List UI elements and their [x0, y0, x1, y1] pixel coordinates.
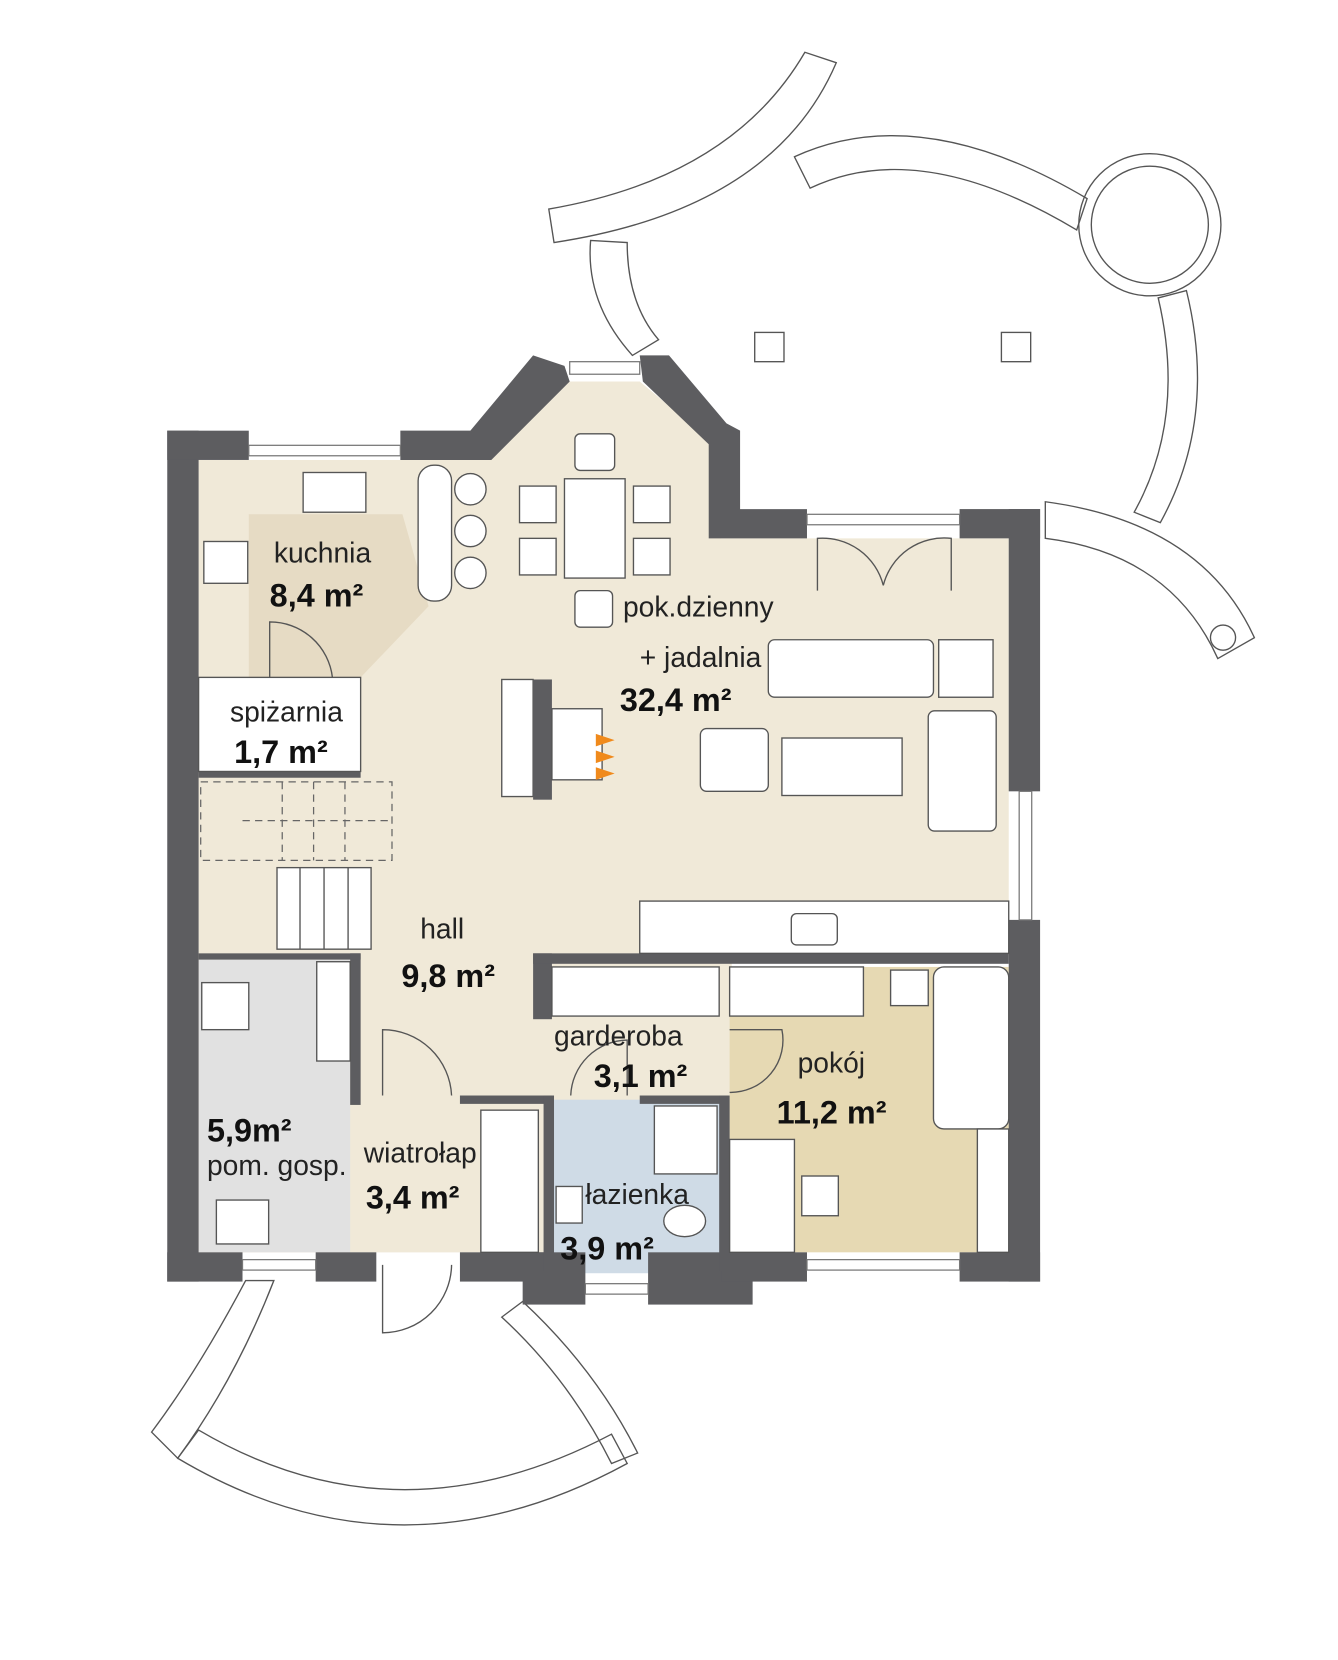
stairs — [200, 781, 393, 950]
doors — [269, 537, 952, 1334]
room-label-utility: pom. gosp. — [207, 1149, 347, 1181]
room-label-pantry: spiżarnia — [230, 695, 343, 727]
room-label-vestibule: wiatrołap — [363, 1136, 477, 1168]
room-label-wardrobe: garderoba — [554, 1019, 683, 1051]
room-label-room: pokój — [798, 1047, 865, 1079]
room-area-pantry: 1,7 m² — [234, 734, 328, 770]
furniture — [201, 433, 1010, 1253]
room-label-bathroom: łazienka — [585, 1178, 689, 1210]
floor-kitchen — [248, 514, 429, 678]
room-area-hall: 9,8 m² — [401, 958, 495, 994]
room-area-wardrobe: 3,1 m² — [594, 1058, 688, 1094]
room-area-vestibule: 3,4 m² — [366, 1179, 460, 1215]
column-icon — [754, 331, 785, 363]
room-area-living: 32,4 m² — [620, 682, 732, 718]
pergola-north — [548, 51, 1256, 660]
column-icon — [1000, 331, 1032, 363]
room-area-bathroom: 3,9 m² — [560, 1231, 654, 1267]
room-area-utility: 5,9m² — [207, 1113, 292, 1149]
pergola-south — [150, 1279, 639, 1526]
room-area-room: 11,2 m² — [777, 1095, 887, 1131]
walls — [167, 355, 1041, 1305]
room-label-dining: + jadalnia — [640, 641, 762, 673]
pantry-walls — [197, 676, 362, 773]
room-label-kitchen: kuchnia — [274, 536, 372, 568]
windows — [241, 361, 1033, 1295]
room-label-living: pok.dzienny — [623, 591, 774, 623]
room-label-hall: hall — [420, 913, 464, 945]
room-area-kitchen: 8,4 m² — [270, 577, 364, 613]
